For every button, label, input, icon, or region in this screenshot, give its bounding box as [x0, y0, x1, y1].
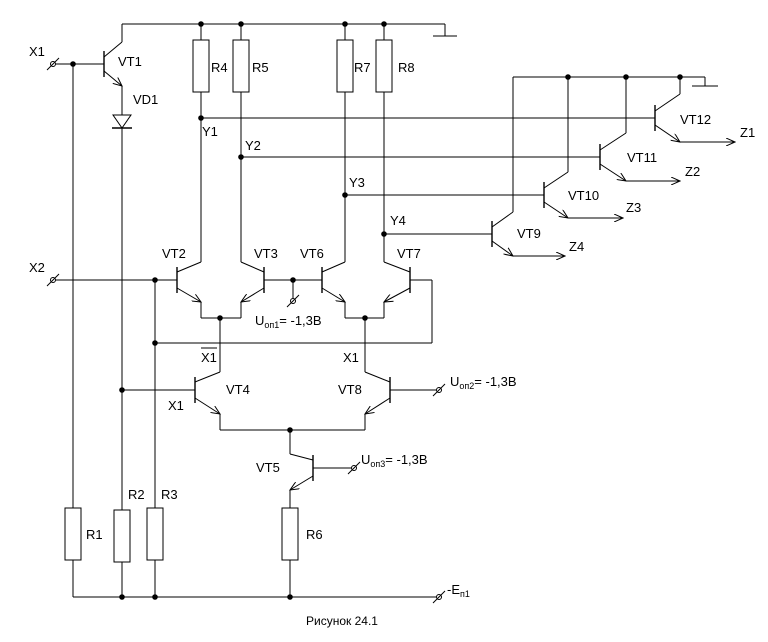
label-z4: Z4 — [569, 239, 584, 254]
resistor-r6 — [281, 507, 299, 561]
label-r1: R1 — [86, 527, 103, 542]
label-vt9: VT9 — [517, 226, 541, 241]
label-vt1: VT1 — [118, 54, 142, 69]
label-vt12: VT12 — [680, 112, 711, 127]
svg-text:-Eп1: -Eп1 — [447, 582, 470, 599]
label-vt8: VT8 — [338, 382, 362, 397]
label-x2: X2 — [29, 260, 45, 275]
vt1-stage — [46, 24, 195, 597]
label-uop3: Uоп3= -1,3В — [361, 452, 428, 469]
label-r8: R8 — [398, 60, 415, 75]
label-y3: Y3 — [349, 175, 365, 190]
svg-text:Uоп3= -1,3В: Uоп3= -1,3В — [361, 452, 428, 469]
uop2-main: U — [450, 374, 459, 389]
figure-caption: Рисунок 24.1 — [306, 614, 378, 628]
svg-text:Uоп1= -1,3В: Uоп1= -1,3В — [255, 313, 322, 330]
junction-dots — [70, 21, 683, 600]
label-r4: R4 — [211, 60, 228, 75]
label-r6: R6 — [306, 527, 323, 542]
label-x1-bar: X1 — [201, 350, 217, 365]
uop3-sub: оп3 — [370, 459, 385, 469]
label-r3: R3 — [161, 487, 178, 502]
uop2-value: = -1,3В — [474, 374, 516, 389]
label-uop1: Uоп1= -1,3В — [255, 313, 322, 330]
emitter-followers — [491, 77, 735, 256]
label-y1: Y1 — [202, 124, 218, 139]
label-vd1: VD1 — [133, 92, 158, 107]
label-uop2: Uоп2= -1,3В — [450, 374, 517, 391]
label-z1: Z1 — [740, 125, 755, 140]
label-supply: -Eп1 — [447, 582, 470, 599]
label-vt6: VT6 — [300, 246, 324, 261]
right-ground-rail — [513, 76, 718, 87]
label-vt2: VT2 — [162, 246, 186, 261]
bottom-supply-rail — [73, 590, 446, 604]
resistor-r1 — [64, 507, 82, 561]
label-vt11: VT11 — [627, 150, 657, 165]
label-y2: Y2 — [245, 138, 261, 153]
uop3-value: = -1,3В — [385, 452, 427, 467]
label-x1-vt8: X1 — [343, 350, 359, 365]
label-z3: Z3 — [626, 200, 641, 215]
uop3-main: U — [361, 452, 370, 467]
x2-wire — [46, 273, 433, 597]
resistor-r8 — [375, 39, 393, 93]
label-x1-vt4: X1 — [168, 398, 184, 413]
resistor-r4 — [192, 39, 210, 93]
resistor-r5 — [232, 39, 250, 93]
supply-sub: п1 — [460, 589, 470, 599]
supply-main: -E — [447, 582, 460, 597]
diff-pair-right — [321, 261, 411, 372]
label-x1: X1 — [29, 44, 45, 59]
label-vt3: VT3 — [254, 246, 278, 261]
top-ground-rail — [122, 23, 457, 37]
label-vt10: VT10 — [568, 188, 599, 203]
uop1-ref — [286, 279, 322, 308]
uop1-main: U — [255, 313, 264, 328]
label-y4: Y4 — [390, 213, 406, 228]
label-vt4: VT4 — [226, 382, 250, 397]
label-r7: R7 — [354, 60, 371, 75]
uop2-sub: оп2 — [459, 381, 474, 391]
resistor-r7 — [336, 39, 354, 93]
current-source — [290, 453, 361, 597]
uop1-value: = -1,3В — [279, 313, 321, 328]
label-r2: R2 — [128, 487, 145, 502]
uop1-sub: оп1 — [264, 320, 279, 330]
label-z2: Z2 — [685, 164, 700, 179]
svg-text:Uоп2= -1,3В: Uоп2= -1,3В — [450, 374, 517, 391]
collector-lines — [200, 24, 655, 262]
diff-pair-left — [176, 261, 293, 372]
label-vt5: VT5 — [256, 460, 280, 475]
resistor-r3 — [146, 507, 164, 561]
label-vt7: VT7 — [397, 246, 421, 261]
resistor-r2 — [113, 509, 131, 563]
label-r5: R5 — [252, 60, 269, 75]
